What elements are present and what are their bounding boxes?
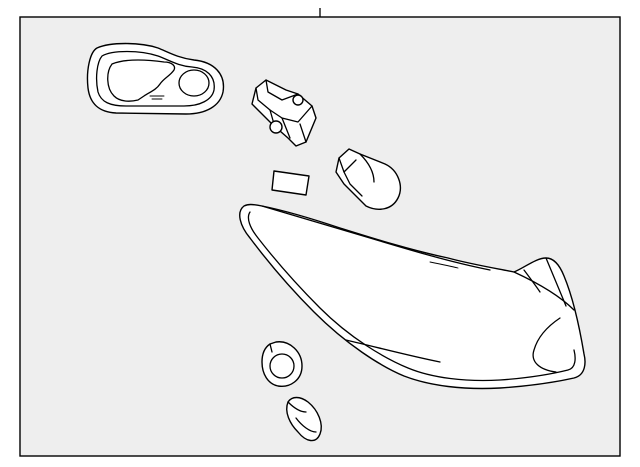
wedge-bulb-large bbox=[335, 148, 402, 210]
label bbox=[271, 170, 310, 196]
gasket bbox=[86, 42, 225, 115]
wedge-bulb-small bbox=[286, 396, 322, 442]
tail-lamp-housing bbox=[239, 203, 586, 390]
bulb-socket bbox=[251, 79, 317, 147]
socket-small bbox=[261, 341, 303, 387]
